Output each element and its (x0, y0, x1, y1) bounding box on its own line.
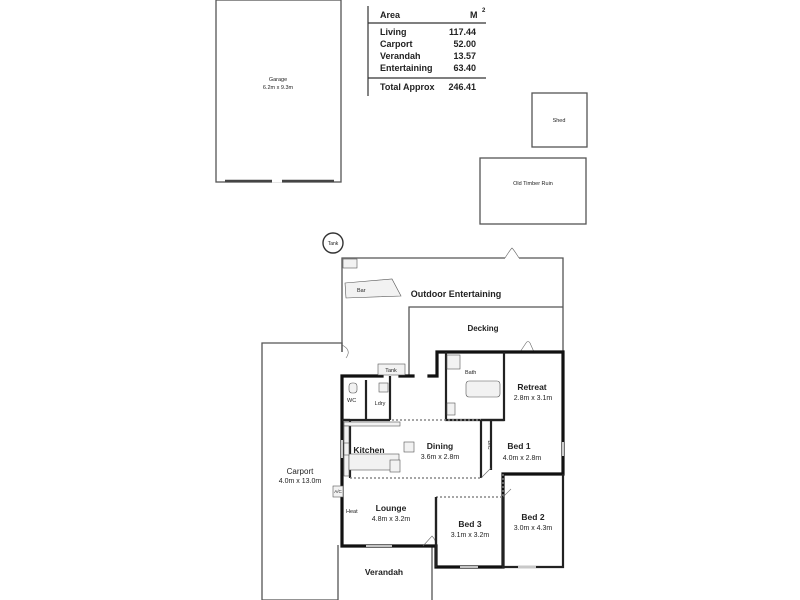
verandah-outline (337, 545, 433, 600)
garage: Garage 6.2m x 9.3m (215, 0, 342, 183)
verandah: Verandah (337, 545, 433, 600)
ruin-name: Old Timber Ruin (513, 181, 553, 187)
table-row-label: Verandah (380, 51, 421, 61)
table-row-value: 13.57 (453, 51, 476, 61)
ac-unit-icon (332, 485, 344, 498)
small-tank-label: Tank (385, 368, 397, 374)
carport-dims: 4.0m x 13.0m (279, 478, 322, 485)
wc-label: WC (347, 398, 356, 404)
old-timber-ruin: Old Timber Ruin (479, 157, 587, 225)
table-header-unit-sup: 2 (482, 8, 486, 14)
garage-outline (215, 0, 342, 183)
shed-name: Shed (553, 118, 566, 124)
outdoor-gate (504, 247, 520, 259)
retreat-dims: 2.8m x 3.1m (514, 395, 553, 402)
bar-label: Bar (357, 288, 366, 294)
bed3-dims: 3.1m x 3.2m (451, 532, 490, 539)
retreat-name: Retreat (517, 382, 546, 392)
bed2-door (502, 488, 512, 498)
lounge-dims: 4.8m x 3.2m (372, 516, 411, 523)
ac-label: A/C (334, 489, 342, 494)
kitchen-name: Kitchen (353, 445, 384, 455)
table-total-label: Total Approx (380, 82, 435, 92)
garage-dims: 6.2m x 9.3m (263, 85, 294, 91)
outdoor-label: Outdoor Entertaining (411, 289, 502, 299)
tank-icon (322, 232, 344, 254)
carport-step (341, 344, 349, 359)
rain-tank: Tank (322, 232, 344, 254)
verandah-label: Verandah (365, 567, 403, 577)
bbq-icon (342, 258, 358, 269)
sink-icon (343, 442, 350, 456)
decking-label: Decking (467, 324, 498, 333)
area-table: Area M 2 Living 117.44 Carport 52.00 Ver… (367, 6, 486, 96)
outdoor-outline (341, 257, 564, 352)
bar-counter (344, 278, 402, 299)
decking-outline (408, 306, 563, 375)
bed2-dims: 3.0m x 4.3m (514, 525, 553, 532)
bath-label: Bath (465, 370, 476, 376)
bed1-door (480, 467, 492, 479)
table-row-label: Carport (380, 39, 413, 49)
vanity-icon (446, 402, 456, 416)
table-header-label: Area (380, 10, 401, 20)
heat-label: Heat (346, 509, 358, 515)
table-row-value: 63.40 (453, 63, 476, 73)
bed1-wall (479, 420, 493, 478)
bed1-name: Bed 1 (507, 441, 530, 451)
shower-icon (446, 354, 461, 370)
kitchen-bench (343, 421, 401, 427)
dining-table-icon (403, 441, 415, 453)
table-total-value: 246.41 (448, 82, 476, 92)
table-row-value: 117.44 (449, 27, 476, 37)
carport-outline (261, 342, 343, 600)
ldry-label: Ldry (375, 401, 386, 407)
lounge-name: Lounge (376, 503, 407, 513)
tank-label: Tank (328, 241, 339, 247)
trough-icon (378, 382, 389, 393)
table-row-value: 52.00 (453, 39, 476, 49)
bathtub-icon (465, 380, 501, 398)
table-header-unit: M (470, 10, 478, 20)
carport-name: Carport (287, 467, 314, 476)
bed3-name: Bed 3 (458, 519, 481, 529)
dining-name: Dining (427, 441, 453, 451)
carport: Carport 4.0m x 13.0m (261, 342, 349, 600)
dining-dims: 3.6m x 2.8m (421, 454, 460, 461)
table-row-label: Living (380, 27, 407, 37)
garage-name: Garage (269, 77, 287, 83)
toilet-icon (348, 382, 358, 394)
ruin-outline (479, 157, 587, 225)
table-row-label: Entertaining (380, 63, 433, 73)
bed1-dims: 4.0m x 2.8m (503, 455, 542, 462)
shed-outline (531, 92, 588, 148)
small-tank-icon (377, 363, 406, 376)
outdoor-area: Bar Outdoor Entertaining Decking (341, 247, 564, 375)
bed2-name: Bed 2 (521, 512, 544, 522)
shed: Shed (531, 92, 588, 148)
bic-label: BIC (486, 440, 492, 449)
fridge-icon (389, 459, 401, 473)
house: Bath WC Ldry Tank Kitchen Dining 3.6m x … (332, 350, 565, 569)
